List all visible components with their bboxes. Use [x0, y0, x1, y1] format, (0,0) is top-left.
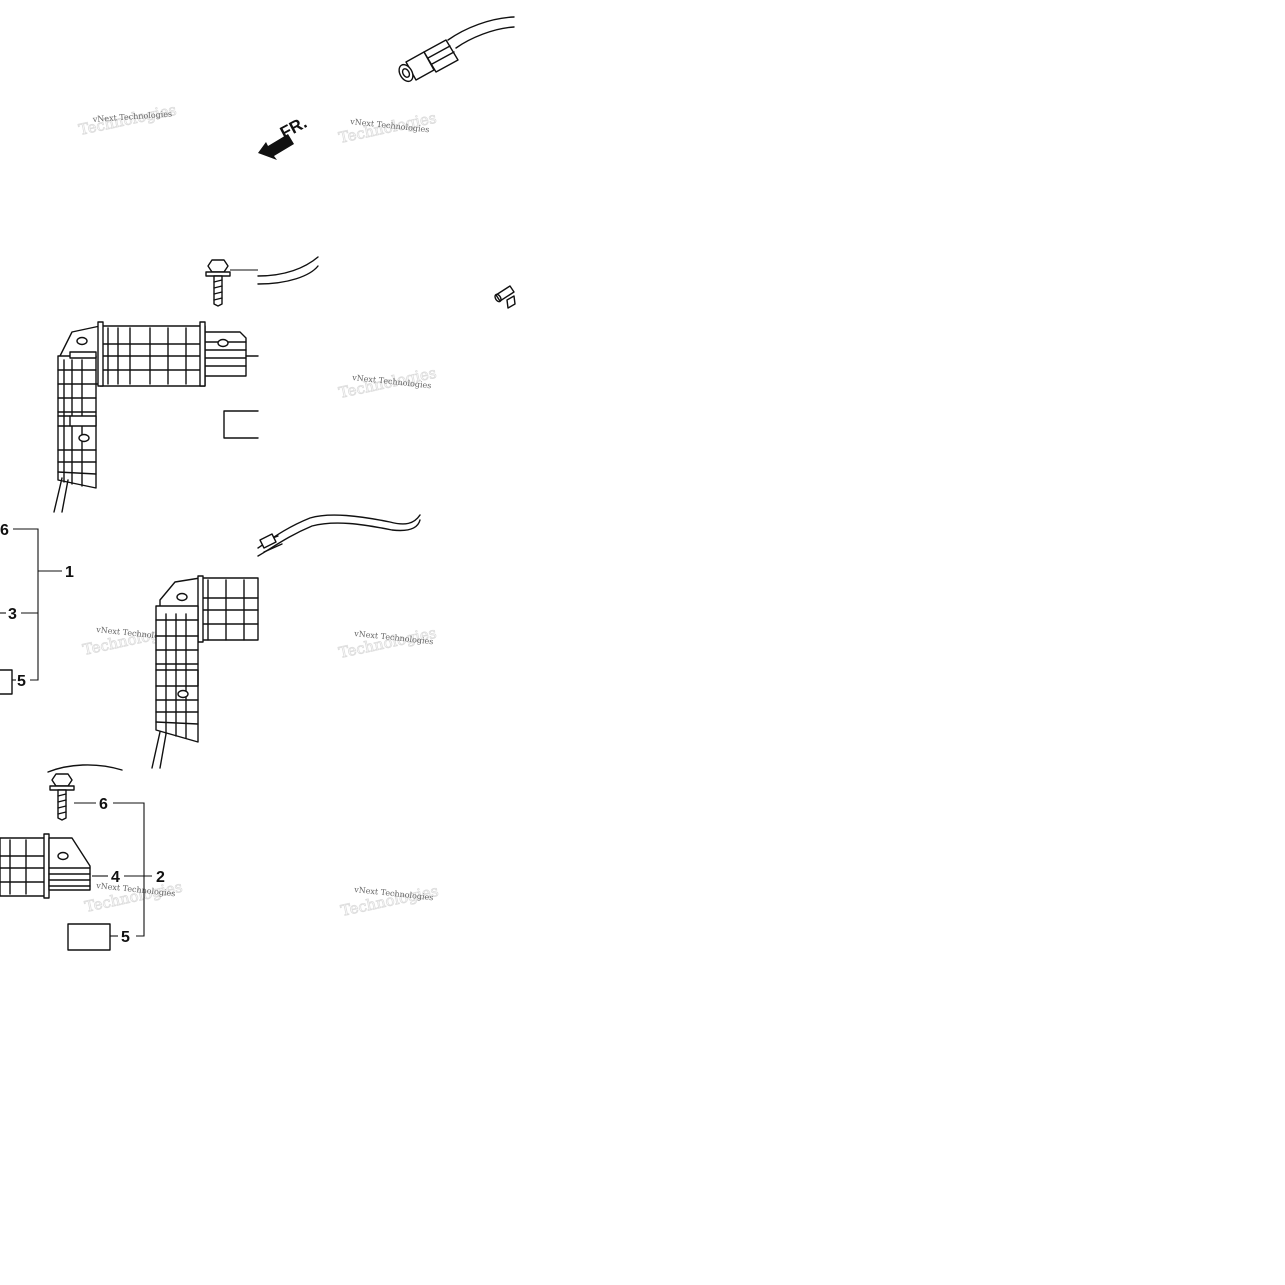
callout-group-1: 6 1 3 5 [0, 522, 74, 695]
callout-number-5b: 5 [121, 929, 130, 946]
wire-harness-3 [47, 764, 123, 773]
stator-coil-end [0, 833, 91, 899]
wire-harness [257, 256, 319, 285]
flange-bolt-2 [49, 773, 75, 821]
cable-connector [398, 16, 515, 83]
callout-number-6: 6 [0, 522, 9, 539]
stator-coil-assembly-2 [151, 575, 259, 769]
dowel-pin [494, 285, 516, 309]
wire-harness-2 [257, 514, 421, 557]
flange-bolt [205, 259, 231, 307]
watermarks: Technologies vNext Technologies Technolo… [77, 100, 441, 920]
front-direction-arrow-icon: FR. [258, 113, 310, 160]
callout-number-5: 5 [17, 673, 26, 690]
callout-group-2: 6 4 2 5 [74, 796, 165, 946]
callout-number-6b: 6 [99, 796, 108, 813]
callout-number-3: 3 [8, 606, 17, 623]
callout-number-2: 2 [156, 869, 165, 886]
gasket-plate-2 [67, 923, 111, 951]
callout-number-4: 4 [111, 869, 120, 886]
stator-coil-assembly-1 [53, 321, 259, 513]
gasket-plate-1 [223, 410, 259, 439]
callout-number-1: 1 [65, 564, 74, 581]
